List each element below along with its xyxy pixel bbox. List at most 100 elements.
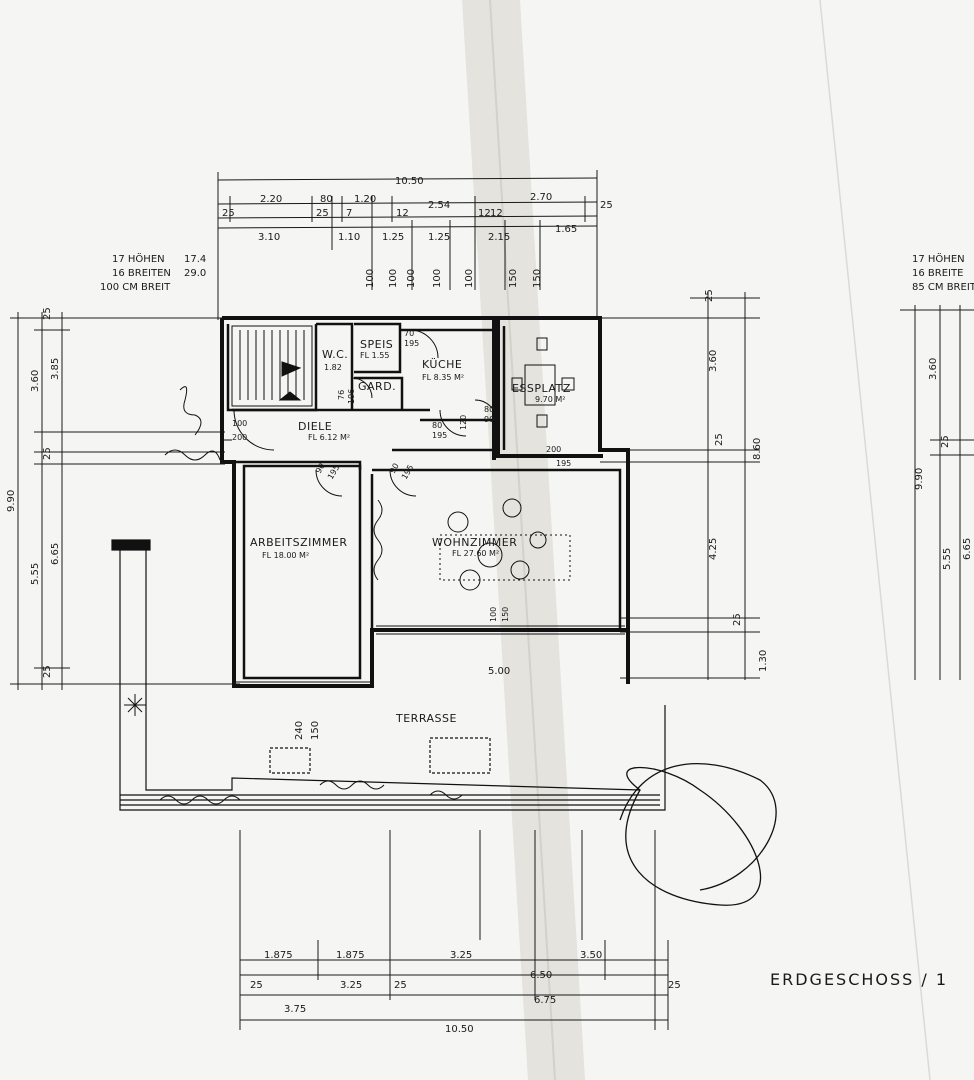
svg-text:200: 200 bbox=[546, 445, 561, 454]
svg-text:3.25: 3.25 bbox=[450, 950, 472, 961]
svg-text:25: 25 bbox=[42, 447, 53, 460]
svg-text:100: 100 bbox=[388, 269, 399, 288]
svg-text:25: 25 bbox=[42, 665, 53, 678]
door-swings bbox=[233, 329, 498, 497]
top-dimension-lines bbox=[217, 170, 598, 320]
svg-text:4.25: 4.25 bbox=[708, 538, 719, 560]
svg-text:25: 25 bbox=[714, 433, 725, 446]
svg-text:150: 150 bbox=[532, 269, 543, 288]
bottom-dimension-lines bbox=[239, 830, 669, 1030]
svg-text:25: 25 bbox=[732, 613, 743, 626]
svg-text:9.90: 9.90 bbox=[6, 490, 17, 512]
svg-text:6.65: 6.65 bbox=[962, 538, 973, 560]
svg-text:9.70 M²: 9.70 M² bbox=[535, 395, 565, 404]
svg-text:90: 90 bbox=[388, 462, 401, 475]
dining-table bbox=[511, 337, 575, 428]
svg-text:25: 25 bbox=[42, 307, 53, 320]
svg-text:25: 25 bbox=[668, 980, 681, 991]
right-dimension-labels: 25 3.60 25 8.60 4.25 25 1.30 bbox=[704, 289, 769, 672]
svg-text:3.10: 3.10 bbox=[258, 232, 280, 243]
fold-line bbox=[489, 0, 556, 1080]
svg-text:6.50: 6.50 bbox=[530, 970, 552, 981]
room-wohnzimmer: WOHNZIMMER bbox=[432, 536, 517, 549]
svg-text:3.60: 3.60 bbox=[708, 350, 719, 372]
svg-text:76: 76 bbox=[337, 390, 346, 400]
svg-text:80: 80 bbox=[320, 194, 333, 205]
svg-text:150: 150 bbox=[310, 721, 321, 740]
svg-text:12: 12 bbox=[478, 208, 491, 219]
svg-text:195: 195 bbox=[556, 459, 571, 468]
svg-text:12: 12 bbox=[490, 208, 503, 219]
svg-text:25: 25 bbox=[250, 980, 263, 991]
svg-text:120: 120 bbox=[459, 415, 468, 430]
room-wc: W.C. bbox=[322, 348, 348, 361]
svg-text:2.15: 2.15 bbox=[488, 232, 510, 243]
svg-text:25: 25 bbox=[940, 435, 951, 448]
room-speis: SPEIS bbox=[360, 338, 393, 351]
svg-text:1.25: 1.25 bbox=[428, 232, 450, 243]
svg-text:9.90: 9.90 bbox=[914, 468, 925, 490]
svg-text:5.55: 5.55 bbox=[942, 548, 953, 570]
stair-note-right: 17 HÖHEN 16 BREITE 85 CM BREIT bbox=[912, 252, 974, 293]
svg-text:100: 100 bbox=[232, 419, 247, 428]
svg-text:3.50: 3.50 bbox=[580, 950, 602, 961]
svg-text:7: 7 bbox=[346, 208, 352, 219]
svg-text:FL 18.00 M²: FL 18.00 M² bbox=[262, 551, 309, 560]
svg-text:17.4: 17.4 bbox=[184, 254, 206, 265]
terrace bbox=[111, 539, 666, 811]
room-essplatz: ESSPLATZ bbox=[512, 382, 571, 395]
svg-text:100: 100 bbox=[406, 269, 417, 288]
svg-text:3.60: 3.60 bbox=[928, 358, 939, 380]
svg-text:FL 1.55: FL 1.55 bbox=[360, 351, 389, 360]
plan-title: ERDGESCHOSS / 1 bbox=[770, 970, 948, 989]
room-arbeitszimmer: ARBEITSZIMMER bbox=[250, 536, 347, 549]
svg-text:25: 25 bbox=[316, 208, 329, 219]
svg-text:16 BREITEN: 16 BREITEN bbox=[112, 268, 171, 279]
svg-text:1.10: 1.10 bbox=[338, 232, 360, 243]
interior-walls bbox=[226, 322, 622, 680]
svg-text:17 HÖHEN: 17 HÖHEN bbox=[912, 252, 965, 265]
svg-text:85 CM BREIT: 85 CM BREIT bbox=[912, 282, 974, 293]
staircase bbox=[231, 325, 313, 407]
dim-overall-top: 10.50 bbox=[395, 176, 424, 187]
svg-text:FL 8.35 M²: FL 8.35 M² bbox=[422, 373, 464, 382]
svg-text:70: 70 bbox=[404, 329, 414, 338]
svg-text:25: 25 bbox=[600, 200, 613, 211]
svg-text:FL 27.60 M²: FL 27.60 M² bbox=[452, 549, 499, 558]
dim-overall-bottom: 10.50 bbox=[445, 1024, 474, 1035]
living-room-furniture bbox=[439, 498, 571, 591]
svg-text:90: 90 bbox=[314, 462, 327, 475]
svg-text:100: 100 bbox=[489, 607, 498, 622]
svg-text:90: 90 bbox=[484, 415, 494, 424]
bottom-dimension-labels: 1.875 1.875 3.25 3.50 25 3.25 25 6.50 25… bbox=[250, 666, 681, 1035]
svg-text:3.60: 3.60 bbox=[30, 370, 41, 392]
svg-text:25: 25 bbox=[222, 208, 235, 219]
svg-text:1.875: 1.875 bbox=[264, 950, 293, 961]
svg-text:17 HÖHEN: 17 HÖHEN bbox=[112, 252, 165, 265]
svg-text:100 CM BREIT: 100 CM BREIT bbox=[100, 282, 171, 293]
left-dimension-labels: 25 3.60 3.85 25 9.90 5.55 6.65 25 bbox=[6, 307, 61, 678]
svg-text:16 BREITE: 16 BREITE bbox=[912, 268, 963, 279]
svg-text:12: 12 bbox=[396, 208, 409, 219]
svg-text:1.20: 1.20 bbox=[354, 194, 376, 205]
svg-text:240: 240 bbox=[294, 721, 305, 740]
svg-text:1.875: 1.875 bbox=[336, 950, 365, 961]
svg-text:100: 100 bbox=[365, 269, 376, 288]
svg-text:3.25: 3.25 bbox=[340, 980, 362, 991]
svg-text:25: 25 bbox=[704, 289, 715, 302]
svg-text:195: 195 bbox=[432, 431, 447, 440]
svg-text:100: 100 bbox=[432, 269, 443, 288]
svg-text:1.25: 1.25 bbox=[382, 232, 404, 243]
svg-text:2.54: 2.54 bbox=[428, 200, 450, 211]
plants bbox=[124, 386, 463, 805]
svg-text:25: 25 bbox=[394, 980, 407, 991]
page-edge-line bbox=[819, 0, 931, 1080]
room-labels: SPEIS FL 1.55 W.C. 1.82 KÜCHE FL 8.35 M²… bbox=[250, 338, 571, 560]
top-dimension-labels: 10.50 2.20 80 1.20 2.54 2.70 25 25 7 12 … bbox=[222, 176, 613, 243]
svg-text:195: 195 bbox=[404, 339, 419, 348]
terrace-label: TERRASSE bbox=[395, 712, 457, 725]
dim-terrace-width: 5.00 bbox=[488, 666, 510, 677]
door-dimension-labels: 70 195 100 200 90 195 90 195 80 195 200 … bbox=[232, 329, 571, 740]
svg-text:3.75: 3.75 bbox=[284, 1004, 306, 1015]
